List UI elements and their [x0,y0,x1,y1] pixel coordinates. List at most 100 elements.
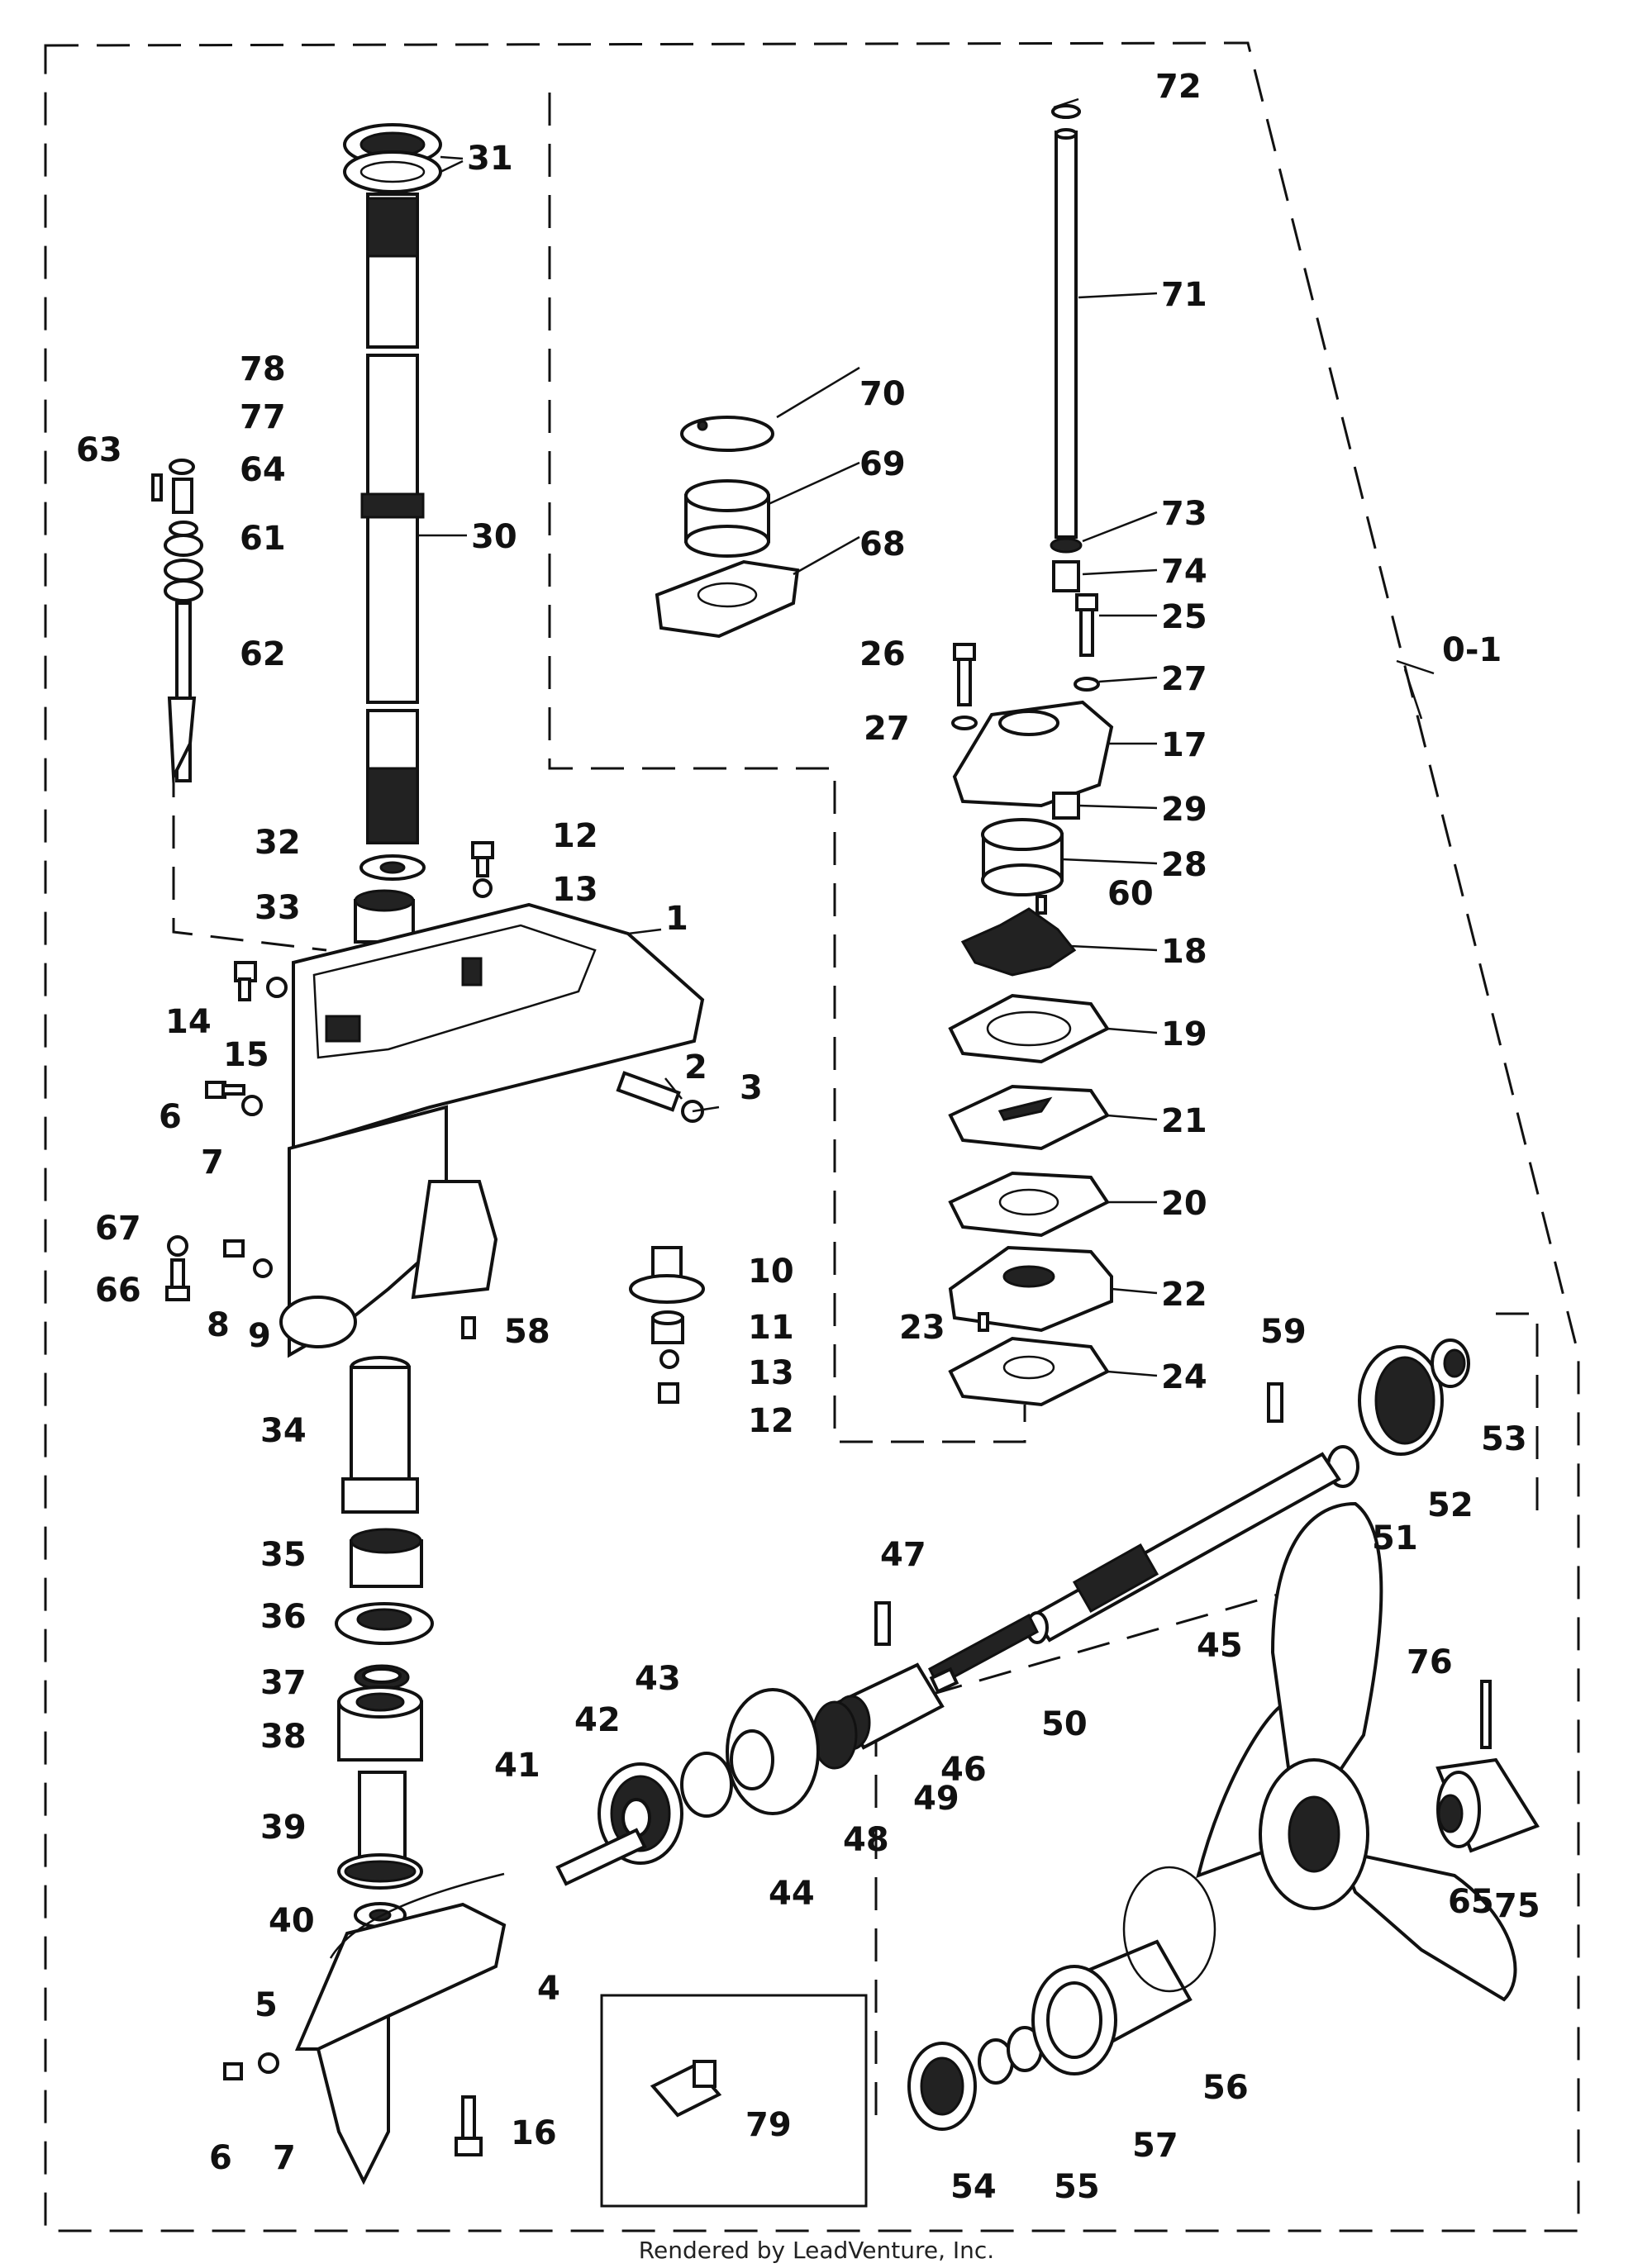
grommet-10 [629,1246,705,1304]
shift-rod-assembly [151,459,203,783]
washer-43 [680,1752,733,1818]
screw-25 [1075,593,1098,657]
gasket-68 [655,559,800,639]
callout-53: 53 [1481,1420,1527,1458]
callout-25: 25 [1161,598,1207,636]
callout-71: 71 [1161,276,1207,314]
callout-46: 46 [940,1751,987,1789]
water-tube-71 [1051,104,1081,539]
washer-13-lower [659,1349,679,1369]
sender-79 [650,2060,722,2118]
pin-2 [616,1071,681,1112]
callout-55: 55 [1054,2168,1100,2206]
inset-box [600,1994,868,2208]
bearing-53 [1431,1338,1470,1388]
callout-11: 11 [748,1309,794,1347]
assembly-boundary [44,41,1580,2232]
race-37 [354,1664,410,1690]
bushing-29 [1052,792,1080,820]
pump-base-22 [948,1245,1113,1333]
callout-50: 50 [1041,1705,1088,1743]
insert-69 [684,479,770,558]
o-ring-56 [1122,1866,1216,1993]
callout-23: 23 [899,1309,945,1347]
gear-housing-1 [279,902,705,1358]
callout-6-upper: 6 [159,1098,182,1136]
bearing-31 [343,123,442,193]
propshaft-boundary [1496,1312,1539,1520]
pin-58 [461,1316,476,1339]
impeller-18 [960,907,1077,977]
grommet-74 [1052,560,1080,592]
washer-27-right [1074,677,1100,692]
pin-41 [555,1828,647,1886]
callout-47: 47 [880,1536,926,1574]
gear-52 [1358,1345,1444,1456]
callout-12-lower: 12 [748,1402,794,1440]
callout-17: 17 [1161,726,1207,764]
callout-27-right: 27 [1161,660,1207,698]
callout-4: 4 [537,1970,560,2008]
callout-27-left: 27 [864,710,910,748]
washer-7-upper [241,1095,263,1116]
callout-13-upper: 13 [552,871,598,909]
callout-16: 16 [511,2114,557,2152]
pin-47 [874,1601,891,1646]
pump-housing-17 [952,700,1114,808]
callout-32: 32 [255,824,301,862]
callout-37: 37 [260,1664,307,1702]
callout-2: 2 [684,1048,707,1086]
callout-64: 64 [240,451,286,489]
bearing-35 [350,1528,423,1588]
gasket-19 [948,993,1110,1064]
callout-31: 31 [467,140,513,178]
bearing-carrier-57 [1031,1939,1193,2075]
callout-43: 43 [635,1660,681,1698]
callout-38: 38 [260,1718,307,1756]
callout-54: 54 [950,2168,997,2206]
sleeve-34 [341,1356,419,1514]
callout-34: 34 [260,1412,307,1450]
callout-77: 77 [240,398,286,436]
assembly-label: 0-1 [1442,631,1502,669]
spring-48 [812,1700,858,1770]
callout-62: 62 [240,635,286,673]
washer-7-lower [258,2052,279,2074]
washer-36 [335,1602,434,1645]
callout-24: 24 [1161,1358,1207,1396]
callout-73: 73 [1161,495,1207,533]
callout-3: 3 [740,1069,763,1107]
driveshaft-boundary [172,764,327,952]
cotter-pin-76 [1480,1680,1492,1749]
seal-73 [1050,537,1083,554]
key-60 [1036,895,1047,915]
gasket-24 [948,1336,1110,1407]
callout-63: 63 [76,431,122,469]
plate-70 [680,416,774,452]
callout-75: 75 [1494,1887,1540,1925]
callout-labels: 1 2 3 4 5 6 6 7 7 8 9 10 11 12 12 13 13 … [76,68,1540,2206]
callout-21: 21 [1161,1102,1207,1140]
callout-42: 42 [574,1701,621,1739]
callout-28: 28 [1161,846,1207,884]
washer-15 [266,977,288,998]
pin-23 [978,1312,989,1332]
callout-76: 76 [1407,1643,1453,1681]
bearing-54 [907,2042,977,2131]
washer-13-upper [473,878,493,898]
driveshaft-30 [360,193,425,844]
callout-67: 67 [95,1210,141,1248]
callout-19: 19 [1161,1015,1207,1053]
screw-14 [234,961,257,1001]
callout-10: 10 [748,1253,794,1291]
seal-5 [329,1872,505,1959]
screw-12-lower [658,1382,679,1404]
impeller-cover-28 [981,818,1064,896]
callout-12-upper: 12 [552,817,598,855]
cover-4 [294,1902,507,2185]
screw-16 [455,2095,483,2156]
callout-57: 57 [1132,2127,1178,2165]
callout-69: 69 [859,445,906,483]
callout-18: 18 [1161,933,1207,971]
